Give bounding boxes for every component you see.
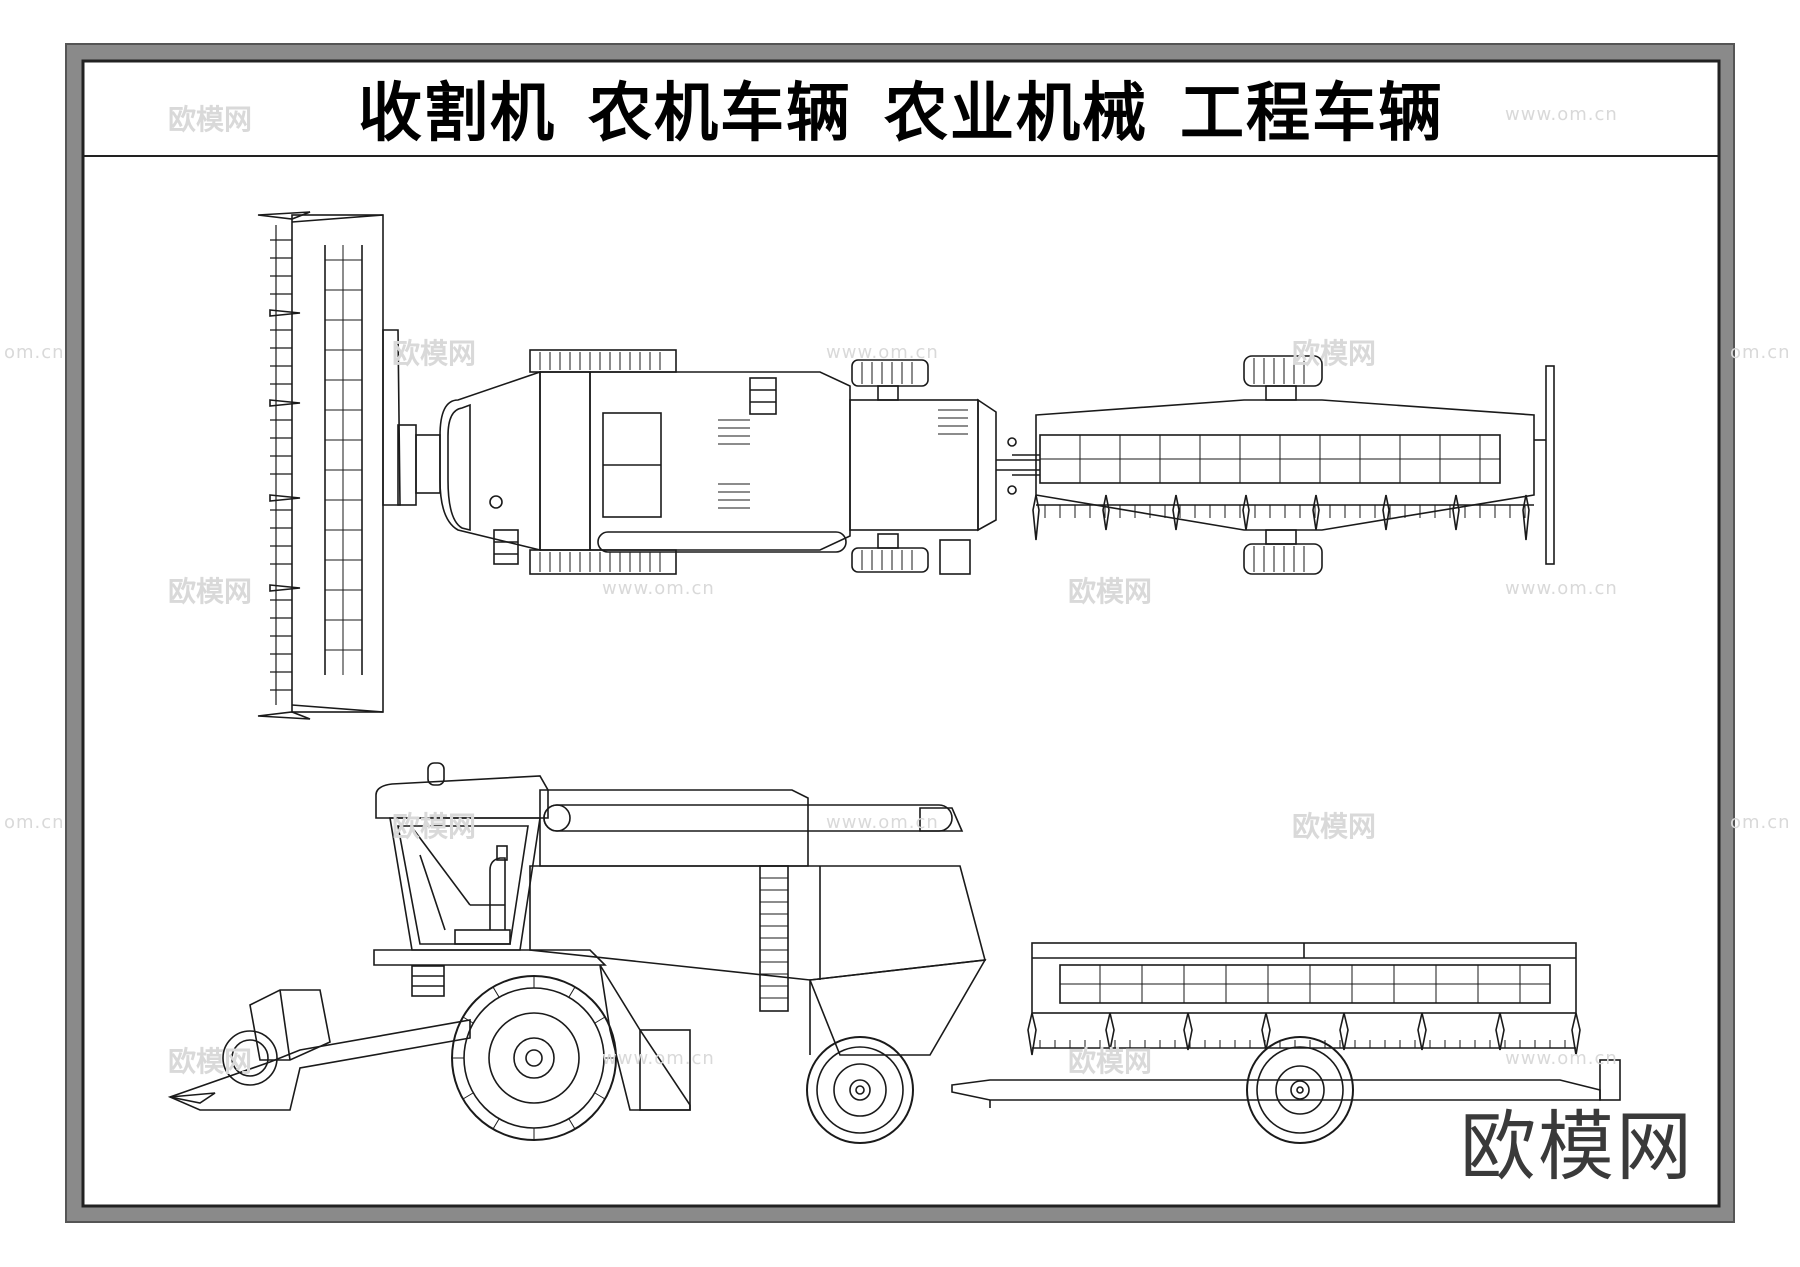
watermark-brand: 欧模网 <box>1292 337 1377 370</box>
watermark-url: om.cn <box>1730 342 1791 363</box>
watermark-brand: 欧模网 <box>1068 1045 1153 1078</box>
watermark-url: www.om.cn <box>826 812 939 833</box>
watermark-brand: 欧模网 <box>1292 810 1377 843</box>
brand-logo: 欧模网 <box>1460 1102 1694 1191</box>
combine-top-view <box>439 349 1040 575</box>
title-part-engineering-vehicles: 工程车辆 <box>1180 77 1444 151</box>
watermark-url: om.cn <box>4 812 65 833</box>
trailer-side-view <box>951 942 1621 1144</box>
trailer-top-view <box>1032 355 1555 575</box>
watermark-brand: 欧模网 <box>1068 575 1153 608</box>
watermark-brand: 欧模网 <box>168 1045 253 1078</box>
watermark-url: www.om.cn <box>1505 578 1618 599</box>
watermark-brand: 欧模网 <box>168 575 253 608</box>
watermark-url: www.om.cn <box>826 342 939 363</box>
watermark-url: om.cn <box>4 342 65 363</box>
watermark-url: www.om.cn <box>602 578 715 599</box>
watermark-brand: 欧模网 <box>168 103 253 136</box>
combine-side-view <box>167 762 987 1144</box>
watermark-url: om.cn <box>1730 812 1791 833</box>
watermark-url: www.om.cn <box>1505 1048 1618 1069</box>
watermark-brand: 欧模网 <box>392 810 477 843</box>
title-part-agricultural-machinery: 农业机械 <box>884 77 1148 151</box>
watermark-brand: 欧模网 <box>392 337 477 370</box>
watermark-url: www.om.cn <box>602 1048 715 1069</box>
page-title: 收割机 农机车辆 农业机械 工程车辆 <box>84 62 1718 154</box>
header-top-view <box>257 211 441 720</box>
title-part-harvester: 收割机 <box>358 77 556 151</box>
title-part-farm-vehicles: 农机车辆 <box>588 77 852 151</box>
inner-frame <box>81 59 1721 1208</box>
watermark-url: www.om.cn <box>1505 104 1618 125</box>
